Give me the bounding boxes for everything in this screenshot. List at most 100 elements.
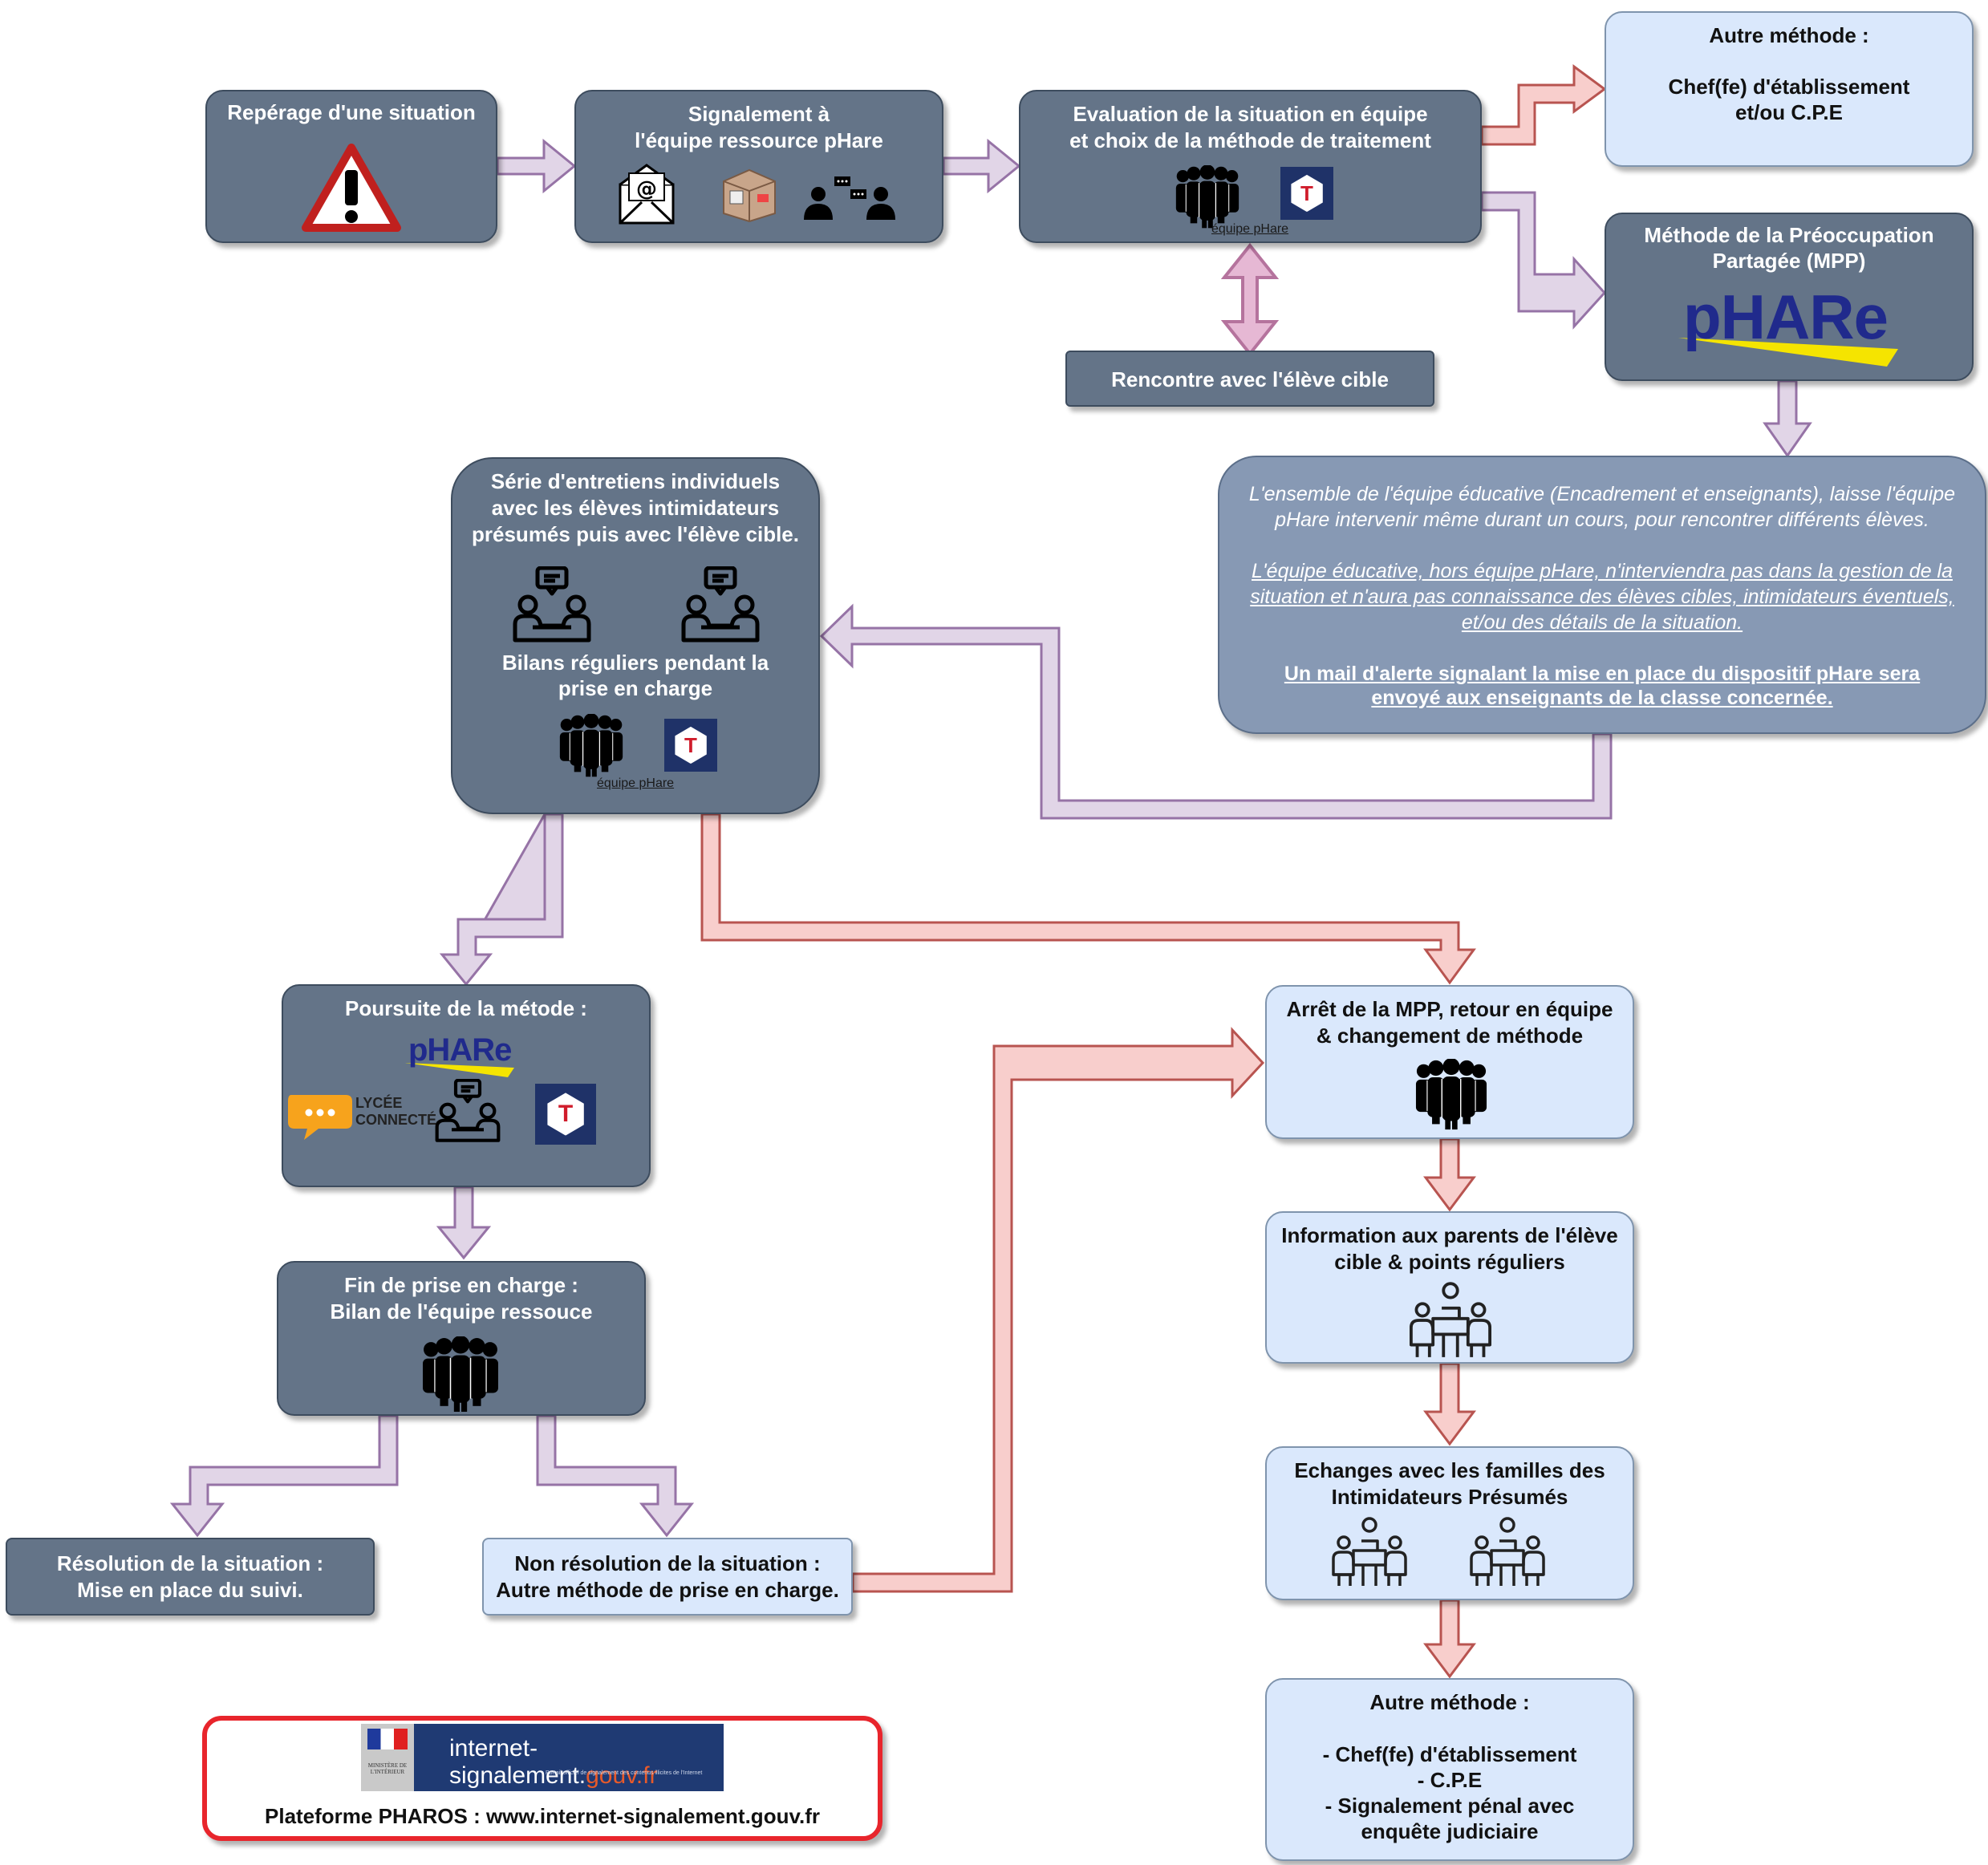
arrow-evaluation-autre	[1480, 64, 1607, 146]
node-signalement: Signalement à l'équipe ressource pHare @	[574, 90, 943, 243]
autre-bas-label-4: - Signalement pénal avec	[1325, 1794, 1575, 1818]
team-icon	[1175, 165, 1239, 229]
node-reperage-label: Repérage d'une situation	[227, 100, 476, 124]
node-evaluation: Evaluation de la situation en équipe et …	[1019, 90, 1482, 243]
mail-icon: @	[619, 164, 675, 225]
arret-label-1: Arrêt de la MPP, retour en équipe	[1286, 997, 1613, 1021]
echanges-label-1: Echanges avec les familles des	[1294, 1458, 1605, 1482]
node-arret-mpp: Arrêt de la MPP, retour en équipe & chan…	[1265, 985, 1634, 1139]
rencontre-label: Rencontre avec l'élève cible	[1111, 367, 1389, 391]
autre-top-label-3: et/ou C.P.E	[1735, 100, 1843, 124]
meeting-icon	[1409, 1282, 1492, 1359]
node-fin-prise-en-charge: Fin de prise en charge : Bilan de l'équi…	[277, 1261, 646, 1416]
team-icon	[1415, 1059, 1487, 1130]
arrow-info-serie	[819, 603, 1613, 820]
parents-label-1: Information aux parents de l'élève	[1281, 1223, 1618, 1247]
arrow-mpp-info	[1763, 379, 1812, 458]
arrow-fin-nonresolution	[536, 1414, 695, 1538]
node-echanges-familles: Echanges avec les familles des Intimidat…	[1265, 1446, 1634, 1600]
node-rencontre: Rencontre avec l'élève cible	[1065, 351, 1434, 407]
warning-icon	[302, 144, 401, 232]
phare-logo: pHARe	[408, 1032, 512, 1068]
node-reperage: Repérage d'une situation	[205, 90, 497, 243]
team-icon	[559, 714, 623, 777]
info-line-1: L'ensemble de l'équipe éducative (Encadr…	[1248, 483, 1956, 505]
phare-underline	[1678, 338, 1898, 367]
serie-label-3: présumés puis avec l'élève cible.	[472, 522, 799, 546]
poursuite-label: Poursuite de la métode :	[345, 996, 587, 1020]
node-non-resolution: Non résolution de la situation : Autre m…	[482, 1538, 853, 1616]
info-line-3: L'équipe éducative, hors équipe pHare, n…	[1251, 560, 1954, 582]
meeting-icon	[1470, 1517, 1545, 1587]
arrow-reperage-signalement	[496, 138, 577, 194]
resolution-label-1: Résolution de la situation :	[56, 1551, 324, 1575]
info-line-7: envoyé aux enseignants de la classe conc…	[1371, 687, 1833, 709]
svg-text:@: @	[636, 177, 657, 201]
info-line-2: pHare intervenir même durant un cours, p…	[1275, 509, 1929, 531]
parents-label-2: cible & points réguliers	[1334, 1250, 1565, 1274]
fin-label-1: Fin de prise en charge :	[344, 1273, 578, 1297]
team-icon	[423, 1336, 498, 1412]
interview-icon	[434, 1079, 501, 1143]
fin-label-2: Bilan de l'équipe ressouce	[330, 1299, 593, 1324]
node-info-equipe: L'ensemble de l'équipe éducative (Encadr…	[1218, 456, 1986, 734]
bilans-label-1: Bilans réguliers pendant la	[501, 651, 769, 675]
nonres-label-1: Non résolution de la situation :	[514, 1551, 821, 1575]
autre-bas-label-3: - C.P.E	[1417, 1768, 1483, 1792]
ministere-label: MINISTÈRE DE L'INTÉRIEUR	[367, 1762, 408, 1775]
t-logo-icon: T	[535, 1084, 596, 1145]
people-chat-icon	[804, 176, 895, 220]
banner-subtitle: Portail officiel de signalement des cont…	[546, 1770, 703, 1776]
french-flag-icon	[367, 1729, 408, 1749]
lycee-label-1: LYCÉE	[355, 1095, 403, 1111]
banner-title: internet-signalement.gouv.fr	[449, 1735, 658, 1789]
bilans-label-2: prise en charge	[558, 676, 713, 700]
ministere-logo: MINISTÈRE DE L'INTÉRIEUR	[361, 1724, 414, 1791]
arrow-echanges-autre	[1423, 1599, 1476, 1679]
info-line-6: Un mail d'alerte signalant la mise en pl…	[1284, 663, 1921, 685]
node-information-parents: Information aux parents de l'élève cible…	[1265, 1211, 1634, 1364]
node-evaluation-label-2: et choix de la méthode de traitement	[1069, 128, 1431, 152]
equipe-phare-label: équipe pHare	[1211, 222, 1289, 236]
arrow-fin-resolution	[169, 1414, 399, 1538]
autre-bas-label-2: - Chef(fe) d'établissement	[1322, 1742, 1577, 1766]
node-mpp: Méthode de la Préoccupation Partagée (MP…	[1605, 213, 1974, 381]
serie-label-1: Série d'entretiens individuels	[490, 469, 781, 493]
lycee-label-2: CONNECTÉ	[355, 1112, 437, 1128]
node-poursuite: Poursuite de la métode : pHARe LYCÉE CON…	[282, 984, 651, 1187]
arrow-arret-parents	[1423, 1137, 1476, 1212]
info-line-5: et/ou des détails de la situation.	[1461, 611, 1743, 634]
arret-label-2: & changement de méthode	[1316, 1024, 1584, 1048]
meeting-icon	[1332, 1517, 1407, 1587]
echanges-label-2: Intimidateurs Présumés	[1331, 1485, 1568, 1509]
resolution-label-2: Mise en place du suivi.	[77, 1578, 303, 1602]
autre-bas-label-1: Autre méthode :	[1369, 1690, 1530, 1714]
info-line-4: situation et n'aura pas connaissance des…	[1250, 586, 1954, 608]
node-signalement-label-1: Signalement à	[688, 102, 830, 126]
internet-signalement-banner[interactable]: MINISTÈRE DE L'INTÉRIEUR internet-signal…	[361, 1724, 724, 1791]
box-icon	[723, 168, 776, 223]
serie-label-2: avec les élèves intimidateurs	[491, 496, 780, 520]
autre-top-label-2: Chef(fe) d'établissement	[1668, 75, 1910, 99]
phare-underline	[405, 1063, 514, 1077]
node-autre-methode-top: Autre méthode : Chef(fe) d'établissement…	[1605, 11, 1974, 167]
autre-bas-label-5: enquête judiciaire	[1361, 1819, 1539, 1843]
pharos-label[interactable]: Plateforme PHAROS : www.internet-signale…	[265, 1804, 820, 1828]
lycee-connecte-icon	[288, 1095, 352, 1140]
mpp-label-2: Partagée (MPP)	[1712, 249, 1866, 273]
arrow-nonresolution-arret	[851, 1027, 1265, 1593]
arrow-poursuite-fin	[436, 1186, 492, 1260]
arrow-evaluation-mpp	[1480, 191, 1607, 330]
autre-top-label-1: Autre méthode :	[1709, 23, 1869, 47]
arrow-serie-arret	[700, 813, 1476, 985]
arrow-signalement-evaluation	[942, 138, 1021, 194]
t-logo-icon: T	[1280, 167, 1333, 220]
pharos-box[interactable]: MINISTÈRE DE L'INTÉRIEUR internet-signal…	[202, 1716, 882, 1841]
node-serie-entretiens: Série d'entretiens individuels avec les …	[451, 457, 820, 814]
equipe-phare-label: équipe pHare	[597, 776, 675, 790]
t-logo-icon: T	[664, 719, 717, 772]
mpp-label-1: Méthode de la Préoccupation	[1644, 223, 1934, 247]
nonres-label-2: Autre méthode de prise en charge.	[496, 1578, 839, 1602]
interview-icon	[512, 566, 592, 643]
